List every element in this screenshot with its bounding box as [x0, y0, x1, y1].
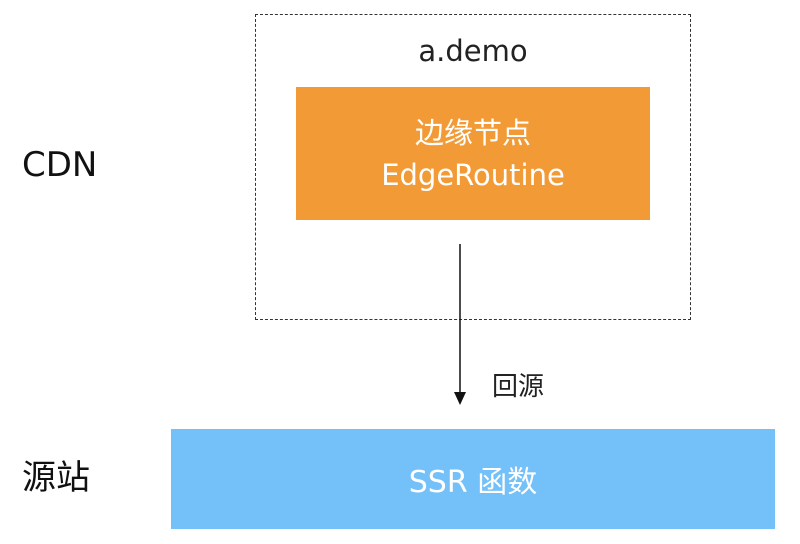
origin-layer-label: 源站	[22, 458, 90, 498]
edge-node-subtitle: EdgeRoutine	[381, 157, 565, 192]
cdn-container: a.demo 边缘节点 EdgeRoutine	[255, 14, 691, 320]
domain-label: a.demo	[418, 34, 528, 68]
edge-node-title: 边缘节点	[414, 115, 531, 150]
ssr-function-box: SSR 函数	[171, 429, 775, 529]
back-to-origin-label: 回源	[492, 372, 545, 402]
back-to-origin-arrow	[454, 244, 466, 405]
edge-node-box: 边缘节点 EdgeRoutine	[296, 87, 650, 220]
arrow-head	[454, 392, 466, 405]
cdn-layer-label: CDN	[22, 145, 98, 185]
